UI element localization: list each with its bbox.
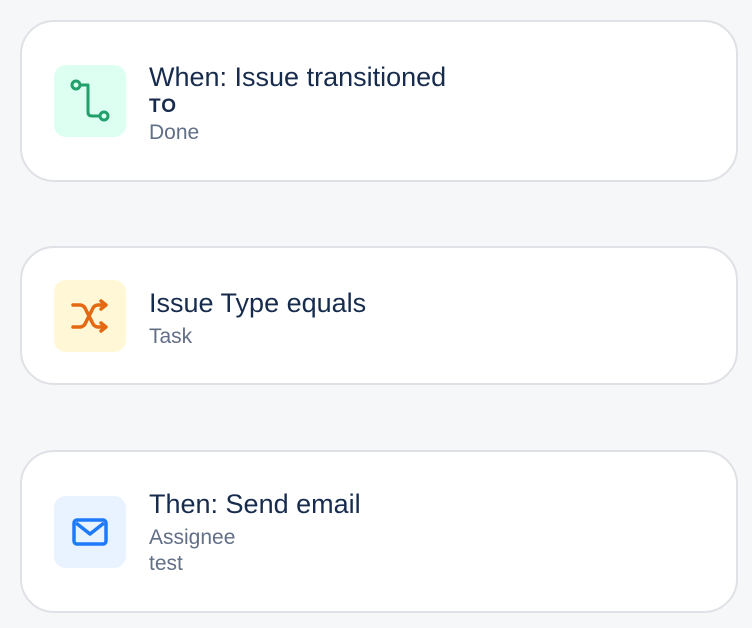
- condition-title: Issue Type equals: [149, 288, 367, 318]
- action-title: Then: Send email: [149, 489, 361, 519]
- trigger-text: When: Issue transitioned TO Done: [149, 60, 716, 146]
- trigger-status-value: Done: [149, 121, 200, 144]
- condition-icon-tile: [54, 280, 126, 352]
- trigger-title: When: Issue transitioned: [149, 62, 447, 92]
- condition-text: Issue Type equals Task: [149, 286, 716, 350]
- transition-path-icon: [70, 79, 110, 122]
- shuffle-branch-icon: [71, 299, 108, 333]
- mail-icon: [72, 518, 108, 546]
- condition-card[interactable]: Issue Type equals Task: [20, 246, 738, 385]
- action-icon-tile: [54, 496, 126, 568]
- action-text: Then: Send email Assignee test: [149, 487, 716, 577]
- action-recipient: Assignee: [149, 526, 236, 549]
- trigger-icon-tile: [54, 65, 126, 137]
- condition-value: Task: [149, 325, 193, 348]
- action-card[interactable]: Then: Send email Assignee test: [20, 450, 738, 613]
- trigger-card[interactable]: When: Issue transitioned TO Done: [20, 20, 738, 182]
- action-subject: test: [149, 552, 183, 575]
- trigger-qualifier: TO: [149, 96, 178, 117]
